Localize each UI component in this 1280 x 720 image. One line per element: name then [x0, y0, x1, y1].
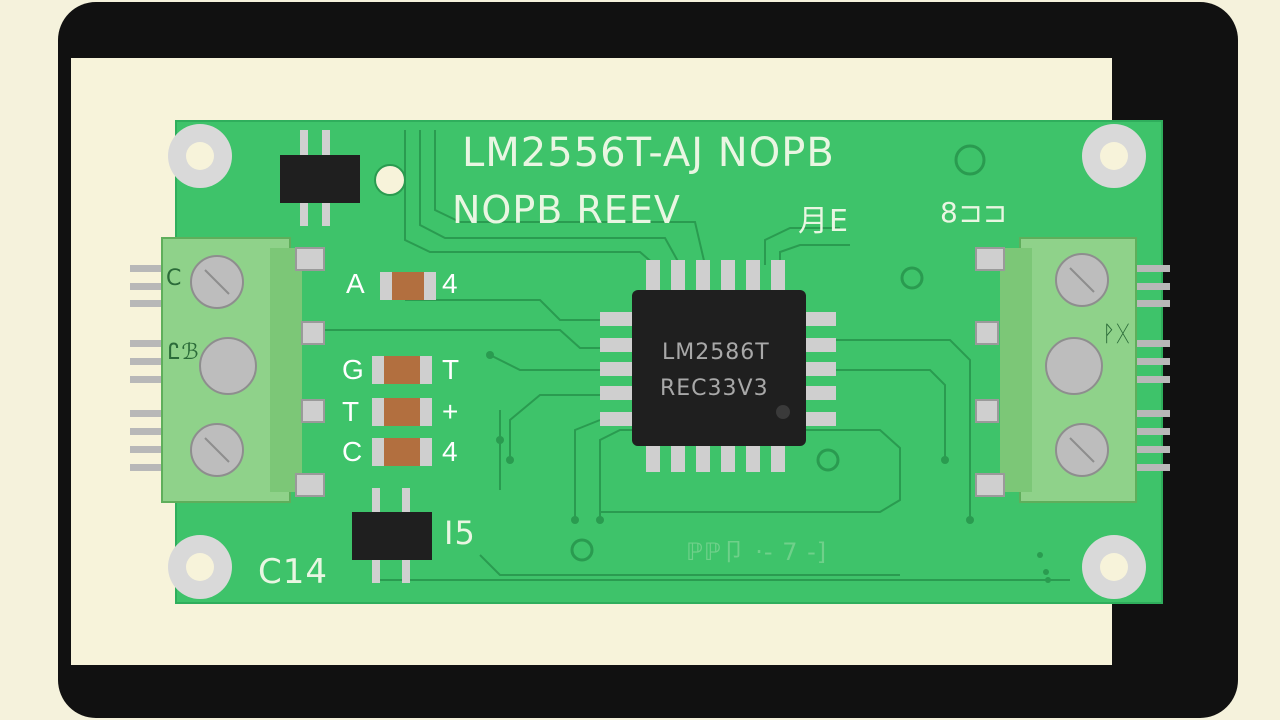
resistor-g — [372, 356, 432, 384]
resistor-c-right-label: 4 — [442, 436, 458, 467]
resistor-a-right-label: 4 — [442, 268, 458, 299]
resistor-a-left-label: A — [346, 268, 365, 299]
resistor-c-left-label: C — [342, 436, 363, 467]
resistor-g-right-label: T — [442, 354, 460, 385]
board-title-line2: NOPB REEV — [452, 188, 681, 232]
left-term-mark-2: Ꮭℬ — [168, 340, 200, 365]
mark-bottom-mid: ℙℙ卩 ·- 7 -] — [686, 538, 828, 566]
ref-c14: C14 — [258, 552, 329, 592]
vias — [570, 144, 986, 562]
left-term-mark-1: C — [166, 266, 183, 291]
ref-i5: I5 — [444, 514, 476, 552]
chip-label-line1: LM2586T — [662, 340, 770, 365]
chip-label-line2: REC33V3 — [660, 376, 769, 401]
transistor-bottom — [352, 488, 432, 583]
resistor-t-right-label: + — [442, 396, 459, 427]
pcb-traces — [320, 130, 1070, 581]
terminal-block-left — [130, 237, 325, 503]
resistor-t-left-label: T — [342, 396, 360, 427]
mark-top-right: 8⊐⊐ — [940, 196, 1008, 229]
resistor-g-left-label: G — [342, 354, 364, 385]
resistor-c — [372, 438, 432, 466]
terminal-block-right — [975, 237, 1170, 503]
resistors — [372, 272, 436, 466]
mounting-holes — [168, 124, 1146, 599]
via-dots — [486, 351, 1051, 583]
mark-top-mid: 月E — [798, 204, 849, 239]
resistor-a — [380, 272, 436, 300]
resistor-t — [372, 398, 432, 426]
right-term-mark: ᚹᚷ — [1102, 322, 1131, 347]
board-title-line1: LM2556T-AJ NOPB — [462, 130, 835, 176]
transistor-top — [280, 130, 360, 226]
main-ic — [600, 260, 836, 472]
